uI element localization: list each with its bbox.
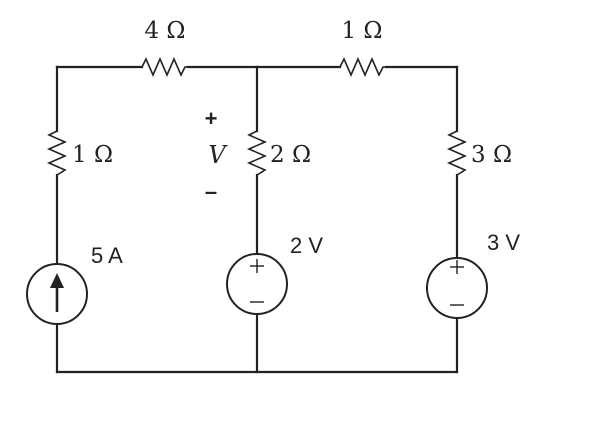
voltage-source-3v xyxy=(426,257,488,319)
voltage-minus-marker: – xyxy=(205,179,217,204)
current-arrow-up-icon xyxy=(50,273,64,288)
label-resistor-2-ohm: 2 Ω xyxy=(270,142,311,168)
voltage-source-3v-circle xyxy=(426,257,488,319)
wires xyxy=(55,65,459,374)
resistor-1-ohm-top xyxy=(339,57,386,77)
label-resistor-4-ohm: 4 Ω xyxy=(144,18,185,44)
resistor-1-ohm-left xyxy=(47,130,67,176)
label-voltage-source-3v: 3 V xyxy=(487,230,520,255)
voltage-plus-marker: + xyxy=(205,106,218,131)
label-voltage-source-2v: 2 V xyxy=(290,233,323,258)
voltage-source-2v xyxy=(226,253,288,315)
resistor-4-ohm xyxy=(141,57,188,77)
resistor-2-ohm xyxy=(247,130,267,176)
voltage-source-2v-circle xyxy=(226,253,288,315)
label-current-source: 5 A xyxy=(91,243,123,268)
label-resistor-3-ohm: 3 Ω xyxy=(471,142,512,168)
label-resistor-1-ohm-top: 1 Ω xyxy=(341,18,382,44)
voltage-variable-label: V xyxy=(208,141,228,169)
current-source xyxy=(26,263,88,325)
resistor-3-ohm xyxy=(447,130,467,176)
label-resistor-1-ohm-left: 1 Ω xyxy=(72,142,113,168)
